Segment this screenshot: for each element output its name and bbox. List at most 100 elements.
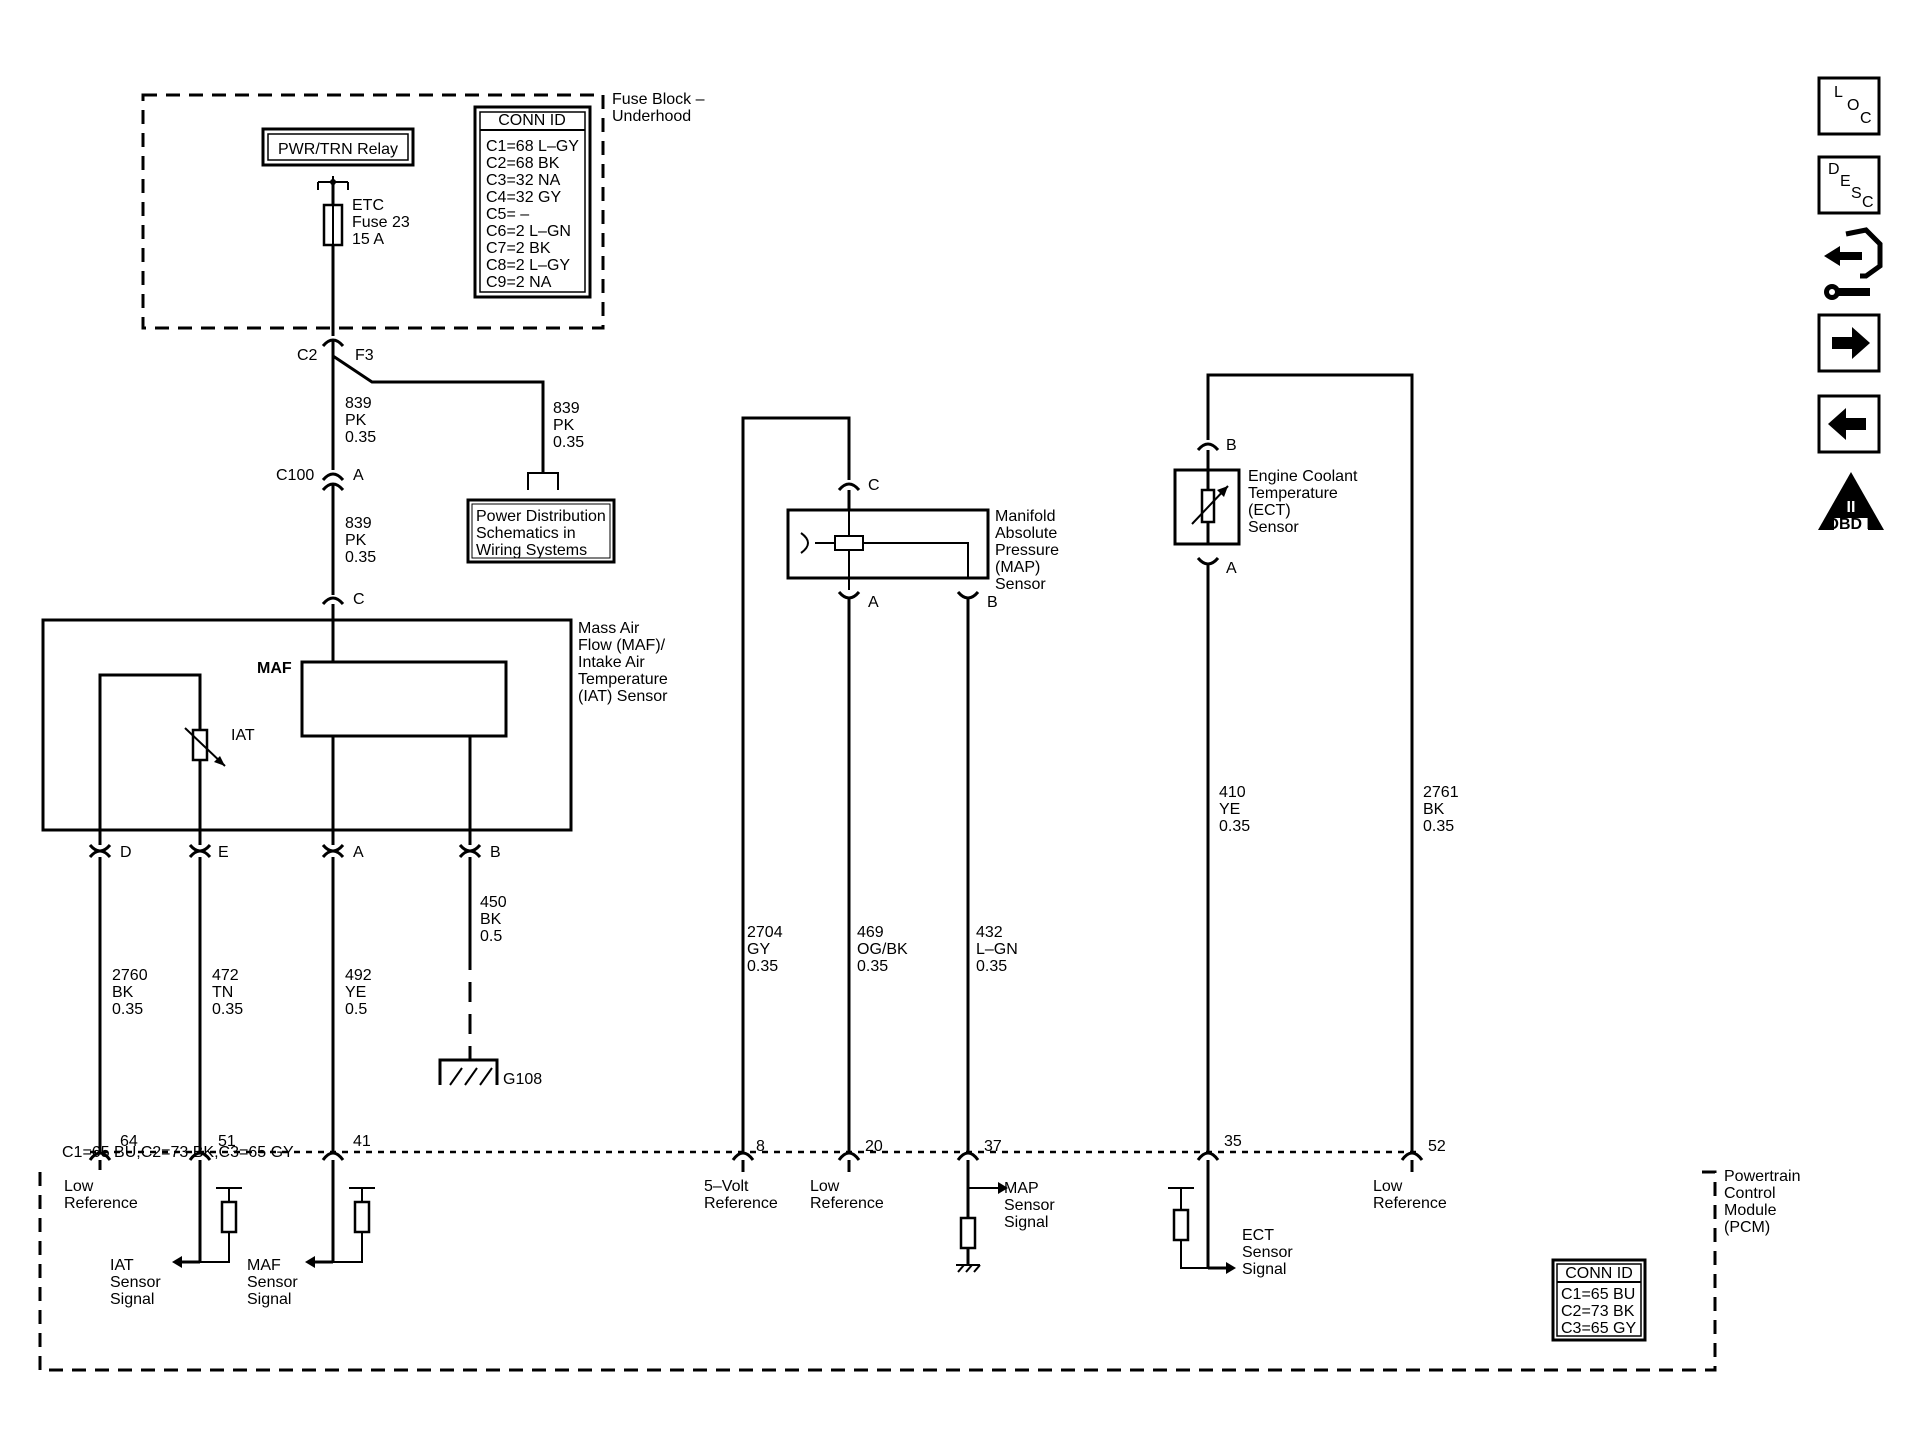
- svg-text:A: A: [868, 594, 879, 611]
- fuse-label-amps: 15 A: [352, 231, 384, 248]
- previous-page-button[interactable]: [1817, 394, 1881, 454]
- svg-text:0.35: 0.35: [553, 434, 584, 451]
- svg-text:Sensor: Sensor: [1242, 1244, 1293, 1261]
- svg-text:Signal: Signal: [110, 1291, 154, 1308]
- next-page-button[interactable]: [1817, 313, 1881, 373]
- iat-element-label: IAT: [231, 727, 255, 744]
- svg-text:2760: 2760: [112, 967, 148, 984]
- obd-ii-button[interactable]: II OBD II: [1818, 472, 1884, 533]
- wire-label-450: 450 BK 0.5: [480, 894, 507, 945]
- connector-pin-a: A: [353, 467, 364, 484]
- svg-text:839: 839: [345, 395, 372, 412]
- wire-label-432: 432 L–GN 0.35: [976, 924, 1018, 975]
- svg-text:839: 839: [345, 515, 372, 532]
- svg-text:Intake Air: Intake Air: [578, 654, 645, 671]
- iat-thermistor-icon: [191, 728, 209, 762]
- svg-text:472: 472: [212, 967, 239, 984]
- conn-entry: C4=32 GY: [486, 189, 561, 206]
- wire-label-410: 410 YE 0.35: [1219, 784, 1250, 835]
- connector-label-c100: C100: [276, 467, 314, 484]
- svg-text:0.35: 0.35: [212, 1001, 243, 1018]
- power-dist-line-2: Schematics in: [476, 525, 576, 542]
- ect-pullup-resistor-icon: [1168, 1187, 1236, 1274]
- svg-text:BK: BK: [112, 984, 134, 1001]
- svg-text:0.5: 0.5: [480, 928, 502, 945]
- svg-text:Sensor: Sensor: [1004, 1197, 1055, 1214]
- svg-text:Mass Air: Mass Air: [578, 620, 640, 637]
- svg-text:BK: BK: [480, 911, 502, 928]
- wire-label-492: 492 YE 0.5: [345, 967, 372, 1018]
- svg-text:Reference: Reference: [704, 1195, 778, 1212]
- map-sensor: C Manifold Absolute Pressure (MAP) Senso…: [741, 416, 1059, 1152]
- wire-label-839-c: 839 PK 0.35: [345, 515, 376, 566]
- arrow-right-icon: [1832, 327, 1870, 359]
- power-distribution-reference[interactable]: Power Distribution Schematics in Wiring …: [466, 472, 616, 564]
- pcm-conn-id-table: CONN ID C1=65 BU C2=73 BK C3=65 GY: [1551, 1258, 1647, 1342]
- svg-text:Reference: Reference: [810, 1195, 884, 1212]
- ect-sensor: B Engine Coolant Temperature (ECT) Senso…: [1173, 373, 1414, 1152]
- svg-text:PK: PK: [345, 412, 367, 429]
- connector-wrench-icon: [1824, 246, 1862, 266]
- svg-text:Sensor: Sensor: [247, 1274, 298, 1291]
- svg-text:0.35: 0.35: [976, 958, 1007, 975]
- svg-text:MAF: MAF: [247, 1257, 281, 1274]
- svg-text:(IAT) Sensor: (IAT) Sensor: [578, 688, 668, 705]
- fuse-label-number: Fuse 23: [352, 214, 410, 231]
- wire-label-2704: 2704 GY 0.35: [747, 924, 783, 975]
- conn-entry: C7=2 BK: [486, 240, 551, 257]
- wire-label-469: 469 OG/BK 0.35: [857, 924, 908, 975]
- svg-text:(MAP): (MAP): [995, 559, 1040, 576]
- svg-text:Sensor: Sensor: [1248, 519, 1299, 536]
- arrow-left-icon: [1828, 408, 1866, 440]
- svg-text:410: 410: [1219, 784, 1246, 801]
- svg-text:Engine Coolant: Engine Coolant: [1248, 468, 1358, 485]
- fuse-block-underhood: Fuse Block – Underhood PWR/TRN Relay ETC…: [141, 91, 705, 336]
- connector-c100: C100 A: [276, 467, 364, 492]
- svg-text:PK: PK: [345, 532, 367, 549]
- svg-text:S: S: [1851, 185, 1862, 202]
- svg-text:C: C: [353, 591, 365, 608]
- svg-text:492: 492: [345, 967, 372, 984]
- pcm-module: Powertrain Control Module (PCM) C1=65 BU…: [38, 1133, 1800, 1372]
- loc-button[interactable]: L O C: [1817, 76, 1881, 136]
- desc-button[interactable]: D E S C: [1817, 155, 1881, 215]
- conn-entry: C3=32 NA: [486, 172, 561, 189]
- connector-wrench-button[interactable]: [1824, 227, 1883, 300]
- svg-text:OBD II: OBD II: [1827, 516, 1876, 533]
- svg-text:839: 839: [553, 400, 580, 417]
- connector-pin-f3: F3: [355, 347, 374, 364]
- svg-text:E: E: [218, 844, 229, 861]
- ground-g108-icon: G108: [438, 1058, 542, 1088]
- ground-label: G108: [503, 1071, 542, 1088]
- fuse-block-title-1: Fuse Block –: [612, 91, 705, 108]
- svg-text:Signal: Signal: [247, 1291, 291, 1308]
- svg-text:Manifold: Manifold: [995, 508, 1055, 525]
- conn-entry: C8=2 L–GY: [486, 257, 570, 274]
- svg-text:Flow (MAF)/: Flow (MAF)/: [578, 637, 666, 654]
- svg-text:C: C: [1860, 110, 1872, 127]
- fuse-block-title-2: Underhood: [612, 108, 691, 125]
- svg-text:41: 41: [353, 1133, 371, 1150]
- svg-text:Signal: Signal: [1242, 1261, 1286, 1278]
- svg-text:2704: 2704: [747, 924, 783, 941]
- svg-text:64: 64: [120, 1133, 138, 1150]
- svg-text:432: 432: [976, 924, 1003, 941]
- svg-text:C1=65 BU: C1=65 BU: [1561, 1286, 1635, 1303]
- svg-text:A: A: [1226, 560, 1237, 577]
- svg-text:Low: Low: [810, 1178, 840, 1195]
- svg-text:C: C: [1862, 194, 1874, 211]
- svg-text:Reference: Reference: [64, 1195, 138, 1212]
- svg-text:2761: 2761: [1423, 784, 1459, 801]
- maf-iat-sensor: Mass Air Flow (MAF)/ Intake Air Temperat…: [41, 604, 668, 845]
- obd-ii-warning-icon: [1818, 472, 1884, 530]
- svg-text:52: 52: [1428, 1138, 1446, 1155]
- svg-text:L–GN: L–GN: [976, 941, 1018, 958]
- maf-pullup-resistor-icon: [305, 1187, 375, 1268]
- svg-text:E: E: [1840, 173, 1851, 190]
- svg-text:8: 8: [756, 1138, 765, 1155]
- map-element-icon: [834, 535, 864, 551]
- svg-text:(ECT): (ECT): [1248, 502, 1291, 519]
- svg-text:51: 51: [218, 1133, 236, 1150]
- svg-text:C3=65 GY: C3=65 GY: [1561, 1320, 1636, 1337]
- svg-text:Low: Low: [64, 1178, 94, 1195]
